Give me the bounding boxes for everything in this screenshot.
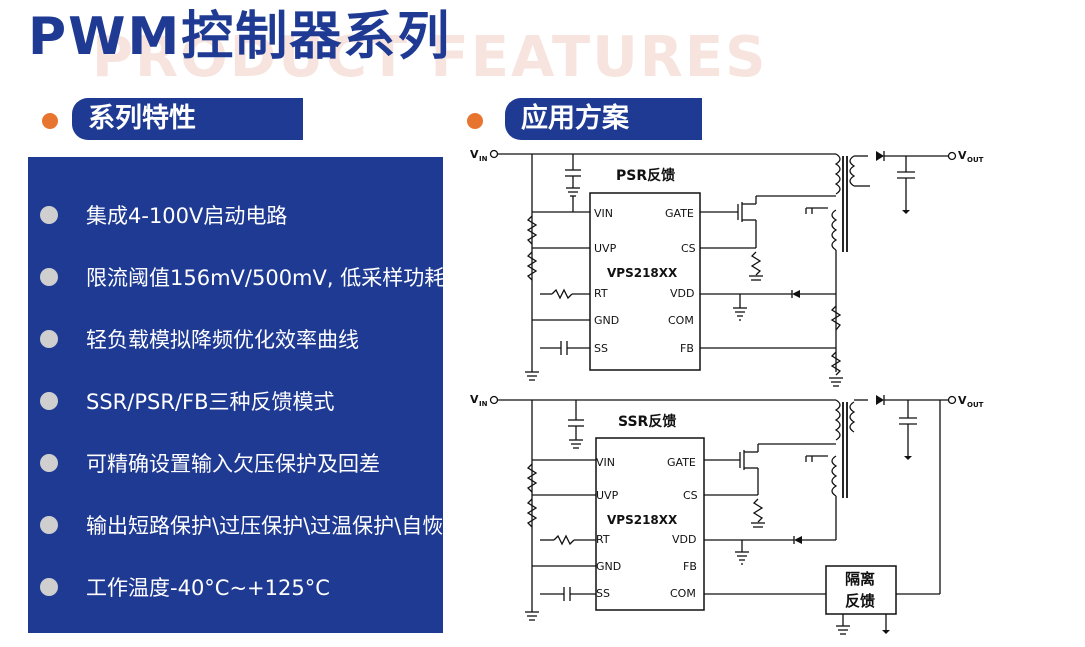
section-bullet [467,113,483,129]
svg-text:IN: IN [479,155,488,163]
feature-item: 工作温度-40°C~+125°C [40,571,330,603]
watermark-text: PRODUCT FEATURES [92,25,768,90]
svg-text:GND: GND [594,314,619,327]
svg-text:VDD: VDD [672,533,696,546]
isolation-feedback-label-1: 隔离 [845,570,875,588]
ssr-vin-label: V [470,393,479,406]
svg-text:SS: SS [596,587,610,600]
svg-text:UVP: UVP [596,489,619,502]
application-section-label: 应用方案 [505,98,702,140]
psr-chip-label: VPS218XX [607,266,678,280]
features-section-label: 系列特性 [72,98,303,140]
svg-text:VDD: VDD [670,287,694,300]
svg-text:GATE: GATE [665,207,694,220]
svg-text:FB: FB [680,342,694,355]
svg-text:CS: CS [681,242,696,255]
svg-text:RT: RT [596,533,610,546]
bullet-icon [40,578,58,596]
features-panel: 集成4-100V启动电路 限流阈值156mV/500mV, 低采样功耗 轻负载模… [28,157,445,633]
feature-item: 限流阈值156mV/500mV, 低采样功耗 [40,261,445,293]
svg-text:FB: FB [683,560,697,573]
feature-item: 输出短路保护\过压保护\过温保护\自恢复 [40,509,443,541]
psr-vout-label: V [958,149,967,162]
feature-item: 轻负载模拟降频优化效率曲线 [40,323,359,355]
psr-vin-label: V [470,148,479,161]
psr-circuit: V IN PSR反馈 VPS218XX VIN UVP RT GND SS GA… [470,148,984,387]
bullet-icon [40,392,58,410]
ssr-vout-label: V [958,394,967,407]
psr-title: PSR反馈 [616,167,675,184]
svg-text:IN: IN [479,400,488,408]
page-title: PWM控制器系列 [28,7,452,67]
svg-text:GND: GND [596,560,621,573]
feature-item: 可精确设置输入欠压保护及回差 [40,447,380,479]
svg-text:OUT: OUT [967,401,984,409]
svg-text:VIN: VIN [594,207,613,220]
svg-text:SS: SS [594,342,608,355]
svg-text:GATE: GATE [667,456,696,469]
ssr-chip-label: VPS218XX [607,513,678,527]
svg-text:CS: CS [683,489,698,502]
svg-text:VIN: VIN [596,456,615,469]
bullet-icon [40,330,58,348]
ssr-circuit: V IN SSR反馈 VPS218XX VIN UVP RT GND SS GA… [470,393,984,635]
bullet-icon [40,268,58,286]
svg-text:RT: RT [594,287,608,300]
isolation-feedback-label-2: 反馈 [845,592,875,610]
feature-item: 集成4-100V启动电路 [40,199,287,231]
svg-text:COM: COM [670,587,696,600]
feature-item: SSR/PSR/FB三种反馈模式 [40,385,334,417]
svg-text:COM: COM [668,314,694,327]
section-bullet [42,113,58,129]
bullet-icon [40,516,58,534]
bullet-icon [40,206,58,224]
bullet-icon [40,454,58,472]
ssr-title: SSR反馈 [618,413,676,430]
svg-text:UVP: UVP [594,242,617,255]
svg-text:OUT: OUT [967,156,984,164]
